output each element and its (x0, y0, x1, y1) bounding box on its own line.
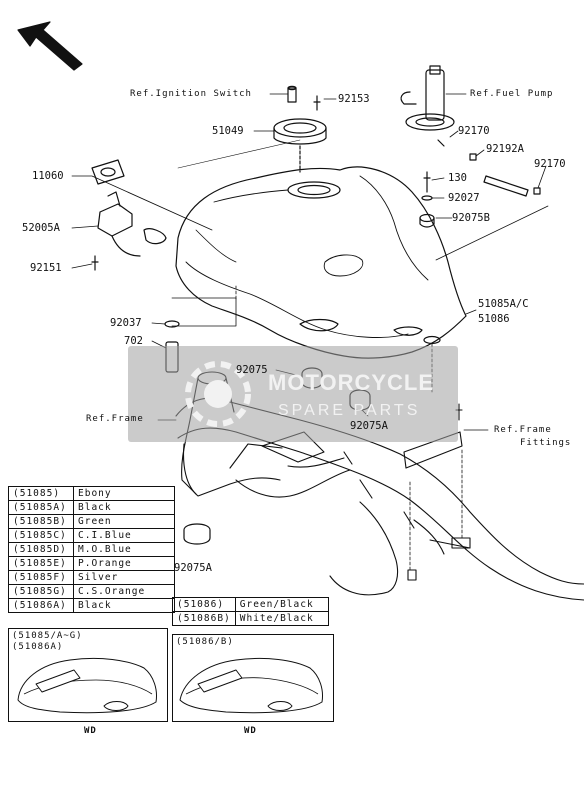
inset-tank-variant-b (172, 634, 334, 722)
part-label-702[interactable]: 702 (124, 335, 143, 347)
inset-tank-variant-a (8, 628, 168, 722)
inset-a-code-line2: (51086A) (12, 642, 64, 652)
part-label-51086[interactable]: 51086 (478, 313, 510, 325)
table-row: (51086A)Black (8, 598, 175, 613)
part-label-92075b[interactable]: 92075B (452, 212, 490, 224)
table-row: (51086)Green/Black (172, 597, 329, 612)
part-label-92153[interactable]: 92153 (338, 93, 370, 105)
part-label-92027[interactable]: 92027 (448, 192, 480, 204)
part-label-130[interactable]: 130 (448, 172, 467, 184)
table-row: (51085F)Silver (8, 570, 175, 585)
inset-b-code-line1: (51086/B) (176, 637, 234, 647)
part-label-92170-a[interactable]: 92170 (458, 125, 490, 137)
table-row: (51085A)Black (8, 500, 175, 515)
table-row: (51086B)White/Black (172, 611, 329, 626)
table-row: (51085B)Green (8, 514, 175, 529)
ref-frame[interactable]: Ref.Frame (86, 414, 144, 424)
watermark-text-main: MOTORCYCLE (268, 370, 435, 395)
part-label-92151[interactable]: 92151 (30, 262, 62, 274)
color-code-table: (51085)Ebony (51085A)Black (51085B)Green… (8, 486, 175, 613)
front-direction-arrow-icon (17, 21, 83, 71)
ref-frame-fittings-line1[interactable]: Ref.Frame (494, 425, 552, 435)
watermark-text-sub: SPARE PARTS (278, 402, 421, 419)
table-row: (51085D)M.O.Blue (8, 542, 175, 557)
part-label-11060[interactable]: 11060 (32, 170, 64, 182)
table-row: (51085C)C.I.Blue (8, 528, 175, 543)
ref-ignition-switch[interactable]: Ref.Ignition Switch (130, 89, 252, 99)
part-label-92170-b[interactable]: 92170 (534, 158, 566, 170)
part-label-92075a-upper[interactable]: 92075A (350, 420, 388, 432)
inset-a-code-line1: (51085/A~G) (12, 631, 83, 641)
part-label-51049[interactable]: 51049 (212, 125, 244, 137)
ref-fuel-pump[interactable]: Ref.Fuel Pump (470, 89, 554, 99)
part-label-52005a[interactable]: 52005A (22, 222, 60, 234)
table-row: (51085E)P.Orange (8, 556, 175, 571)
part-label-92037[interactable]: 92037 (110, 317, 142, 329)
part-label-51085ac[interactable]: 51085A/C (478, 298, 529, 310)
ref-frame-fittings-line2[interactable]: Fittings (520, 438, 572, 448)
color-code-table-2: (51086)Green/Black (51086B)White/Black (172, 597, 329, 626)
part-label-92075a-lower[interactable]: 92075A (174, 562, 212, 574)
part-label-92075[interactable]: 92075 (236, 364, 268, 376)
color-name-cell: White/Black (234, 611, 329, 626)
fuel-tank (175, 166, 467, 359)
watermark-logo-icon (185, 361, 251, 427)
watermark-banner (128, 346, 458, 442)
wd-label-right: WD (244, 726, 257, 736)
wd-label-left: WD (84, 726, 97, 736)
color-name-cell: Black (73, 598, 175, 613)
part-label-92192a[interactable]: 92192A (486, 143, 524, 155)
